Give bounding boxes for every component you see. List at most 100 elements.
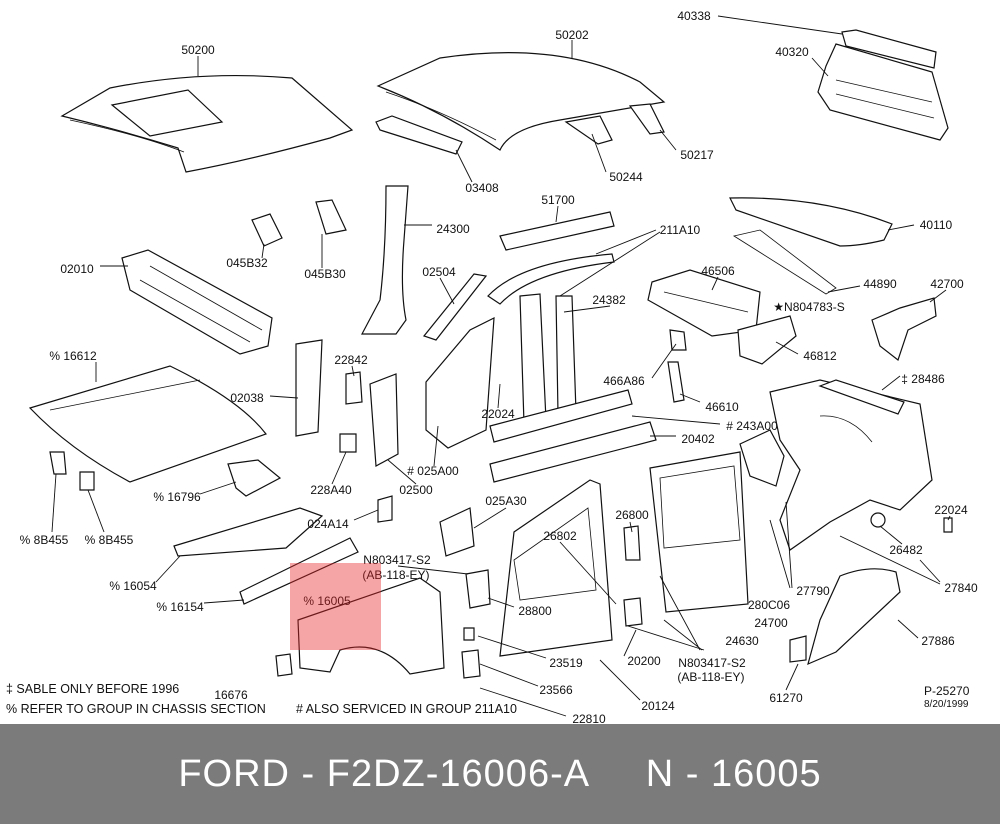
hinges-26800 (461, 525, 643, 679)
part-label-p24630: 24630 (725, 634, 759, 648)
part-label-p22810: 22810 (572, 712, 606, 724)
part-label-p8B455b: % 8B455 (85, 533, 134, 547)
pillar-02500 (369, 373, 399, 467)
part-label-p23519: 23519 (549, 656, 583, 670)
part-label-pN803417a: N803417-S2 (363, 553, 431, 567)
hood-16612 (28, 365, 267, 483)
part-label-p50244: 50244 (609, 170, 643, 184)
part-228A40 (339, 433, 357, 453)
roof-panel-50202 (376, 52, 666, 151)
part-labels: 5020050202403384032003408502445021724300… (20, 9, 978, 724)
part-22024 (943, 517, 953, 533)
note-sable: ‡ SABLE ONLY BEFORE 1996 (6, 682, 180, 696)
part-label-p243A00: # 243A00 (726, 419, 778, 433)
part-label-p025A00: # 025A00 (407, 464, 459, 478)
part-label-p03408: 03408 (465, 181, 499, 195)
wheelhouse-27886 (807, 568, 901, 666)
door-front (499, 479, 613, 657)
part-label-p27840: 27840 (944, 581, 978, 595)
part-label-p50202: 50202 (555, 28, 589, 42)
banner-text: FORD - F2DZ-16006-A N - 16005 (178, 752, 822, 795)
part-label-p16154: % 16154 (156, 600, 204, 614)
bracket-045B30 (315, 199, 347, 235)
bracket-045B32 (251, 213, 283, 247)
fuel-door-26482 (870, 512, 886, 528)
part-label-p16796: % 16796 (153, 490, 201, 504)
part-label-p16054: % 16054 (109, 579, 157, 593)
part-label-p27886: 27886 (921, 634, 955, 648)
part-61270 (789, 635, 807, 663)
part-label-pN803417b: N803417-S2 (678, 656, 746, 670)
part-label-p24382: 24382 (592, 293, 626, 307)
part-label-p045B30: 045B30 (304, 267, 346, 281)
part-label-p466A86: 466A86 (603, 374, 645, 388)
part-label-p40320: 40320 (775, 45, 809, 59)
roof-rail-03408 (375, 115, 463, 155)
back-panel-40320 (817, 29, 949, 141)
part-label-p02500: 02500 (399, 483, 433, 497)
part-label-p024A14: 024A14 (307, 517, 349, 531)
rail-28486 (818, 379, 905, 415)
aperture-211A10 (487, 253, 615, 305)
part-label-p26802: 26802 (543, 529, 577, 543)
part-22842 (345, 371, 363, 405)
part-label-p28800: 28800 (518, 604, 552, 618)
part-label-p16612: % 16612 (49, 349, 97, 363)
reference-number: P-25270 (924, 684, 970, 698)
part-label-p51700: 51700 (541, 193, 575, 207)
part-label-p22842: 22842 (334, 353, 368, 367)
part-label-p44890: 44890 (863, 277, 897, 291)
sill-243A00 (489, 389, 633, 443)
part-label-p46610: 46610 (705, 400, 739, 414)
part-label-p22024b: 22024 (934, 503, 968, 517)
part-label-p27790: 27790 (796, 584, 830, 598)
part-label-p26800: 26800 (615, 508, 649, 522)
pillar-24382 (519, 293, 577, 425)
part-label-p045B32: 045B32 (226, 256, 268, 270)
part-label-p025A30: 025A30 (485, 494, 527, 508)
bracket-025A30 (439, 507, 475, 557)
decklid-40110 (729, 197, 893, 295)
panel-02038 (295, 339, 323, 437)
door-rear (649, 451, 749, 613)
part-label-p22024a: 22024 (481, 407, 515, 421)
pillar-24300 (361, 185, 409, 335)
highlight-box (290, 563, 381, 650)
part-label-p24300: 24300 (436, 222, 470, 236)
leader-lines (51, 15, 951, 717)
part-label-p02038: 02038 (230, 391, 264, 405)
part-46610 (667, 361, 685, 403)
part-label-p02010: 02010 (60, 262, 94, 276)
latch-42700 (871, 297, 937, 361)
panel-20402 (489, 421, 657, 483)
part-label-p16676: 16676 (214, 688, 248, 702)
apron-16054 (173, 507, 324, 557)
rail-02504 (422, 273, 488, 341)
part-label-p28486: ‡ 28486 (901, 372, 945, 386)
part-label-p61270: 61270 (769, 691, 803, 705)
part-number-banner: FORD - F2DZ-16006-A N - 16005 (0, 724, 1000, 824)
part-label-p02504: 02504 (422, 265, 456, 279)
part-label-pN803417a2: (AB-118-EY) (362, 568, 429, 582)
part-label-p23566: 23566 (539, 683, 573, 697)
roof-bows-50244 (564, 103, 665, 145)
bracket-rear (739, 429, 785, 487)
rail-51700 (499, 211, 615, 251)
body-side-025A00 (425, 316, 495, 449)
part-label-p42700: 42700 (930, 277, 964, 291)
part-label-p26482: 26482 (889, 543, 923, 557)
part-label-p50200: 50200 (181, 43, 215, 57)
part-label-p46812: 46812 (803, 349, 837, 363)
cowl-02010 (121, 249, 273, 355)
note-serviced: # ALSO SERVICED IN GROUP 211A10 (296, 702, 517, 716)
diagram-drawing: 5020050202403384032003408502445021724300… (20, 9, 978, 724)
part-label-p228A40: 228A40 (310, 483, 352, 497)
part-label-p24700: 24700 (754, 616, 788, 630)
part-label-p16005: % 16005 (303, 594, 351, 608)
fender-16005 (297, 577, 445, 675)
reference-date: 8/20/1999 (924, 699, 969, 710)
part-466A86 (669, 329, 687, 351)
part-label-p20402: 20402 (681, 432, 715, 446)
note-chassis: % REFER TO GROUP IN CHASSIS SECTION (6, 702, 266, 716)
